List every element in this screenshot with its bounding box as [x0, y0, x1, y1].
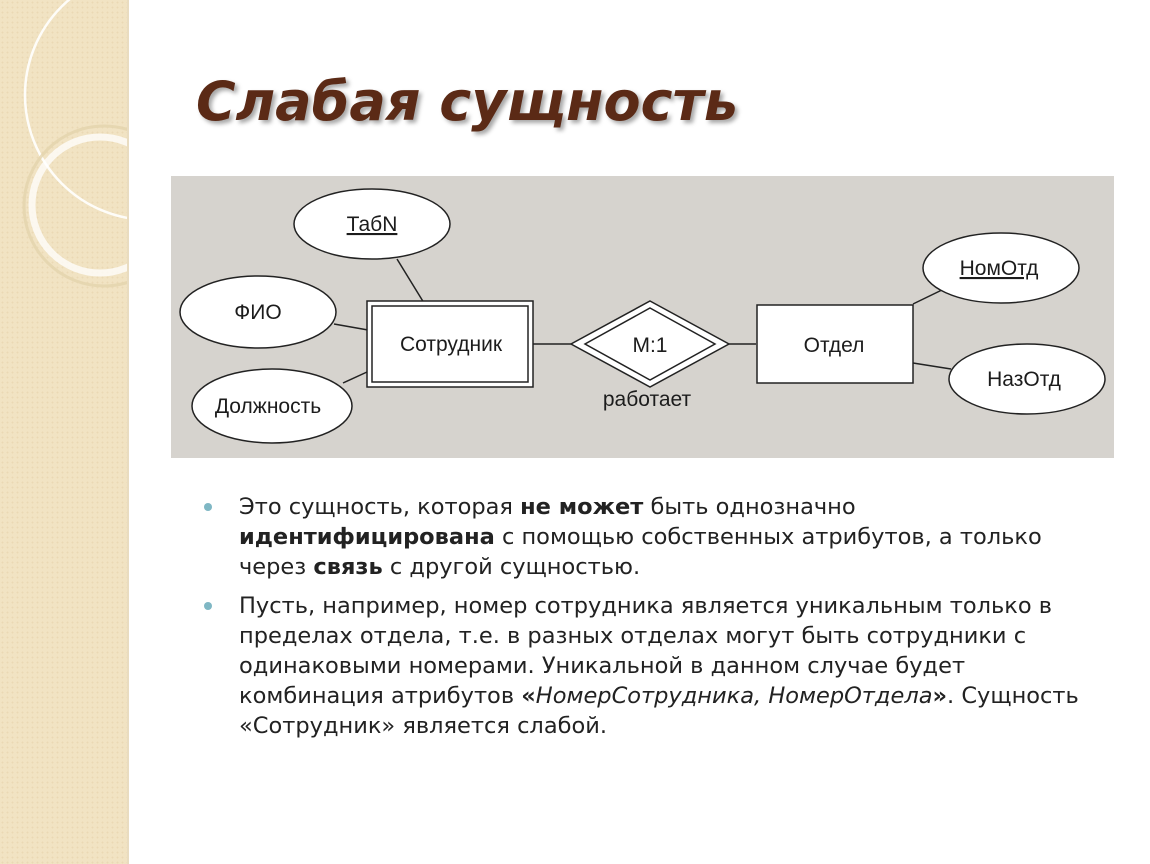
weak-entity-label: Сотрудник: [400, 333, 503, 356]
connector-dept-name: [912, 362, 952, 370]
decorative-rings-graphic: [22, 0, 127, 288]
relationship-cardinality-label: М:1: [632, 334, 667, 357]
connector-position: [342, 371, 368, 384]
emphasis-relationship: связь: [313, 554, 383, 580]
attribute-dept-name-label: НазОтд: [987, 368, 1061, 391]
attribute-tabn-label: ТабN: [347, 213, 398, 236]
attribute-fio-ellipse: [179, 275, 337, 349]
emphasis-cannot: не может: [520, 494, 644, 520]
attribute-dept-number-label: НомОтд: [960, 257, 1039, 280]
er-diagram: ТабN ФИО Должность Сотрудник М:1 работае…: [171, 176, 1114, 458]
bullet-list: Это сущность, которая не может быть одно…: [200, 492, 1080, 750]
relationship-diamond: [569, 300, 731, 388]
relationship-name-label: работает: [603, 388, 692, 411]
attribute-tabn-ellipse: [293, 188, 451, 260]
bullet-dot-icon: [204, 503, 212, 511]
attribute-fio-label: ФИО: [234, 301, 281, 324]
attribute-dept-number-ellipse: [922, 232, 1080, 304]
slide-title: Слабая сущность: [196, 70, 739, 133]
bullet-dot-icon: [204, 602, 212, 610]
decorative-sidebar: [0, 0, 129, 864]
connector-tabn: [396, 258, 425, 304]
attribute-position-ellipse: [191, 368, 353, 444]
connector-fio: [333, 323, 369, 331]
bullet-definition: Это сущность, которая не может быть одно…: [200, 492, 1080, 582]
weak-entity-box: [366, 300, 534, 388]
attribute-dept-name-ellipse: [948, 343, 1106, 415]
strong-entity-box: [756, 304, 914, 384]
emphasis-identified: идентифицирована: [239, 524, 495, 550]
bullet-example: Пусть, например, номер сотрудника являет…: [200, 591, 1080, 741]
emphasis-attribute-combination: НомерСотрудника, НомерОтдела: [535, 683, 933, 709]
strong-entity-label: Отдел: [804, 334, 865, 357]
attribute-position-label: Должность: [215, 395, 321, 418]
